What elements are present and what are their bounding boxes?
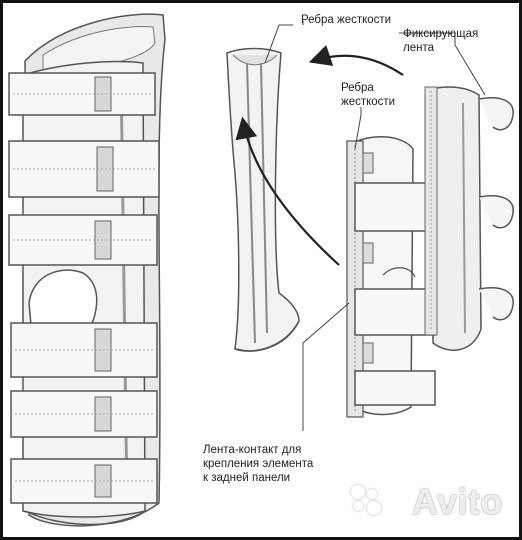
strap-2 [8, 140, 160, 198]
label-contact-tape: Лента-контакт для крепления элемента к з… [203, 444, 314, 484]
label-fixing-tape: Фиксирующая лента [403, 28, 479, 54]
strap-5 [10, 390, 158, 438]
strap-6 [10, 458, 158, 504]
strap-1 [8, 72, 156, 116]
arrow-rib-to-shell [308, 45, 404, 76]
strap-3 [8, 214, 158, 266]
brace-illustration [8, 13, 514, 527]
label-ribs-mid: Ребра жесткости [341, 82, 396, 108]
back-panel-assembly [346, 86, 514, 418]
arrow-rib-insert [235, 116, 340, 266]
leader-lines [264, 21, 486, 431]
label-ribs-top: Ребра жесткости [301, 14, 392, 26]
watermark-logo-icon [349, 483, 383, 517]
stiffening-rib-element [226, 47, 300, 352]
assembled-brace [8, 13, 166, 527]
strap-4 [10, 322, 158, 378]
watermark: Avito [411, 481, 503, 522]
